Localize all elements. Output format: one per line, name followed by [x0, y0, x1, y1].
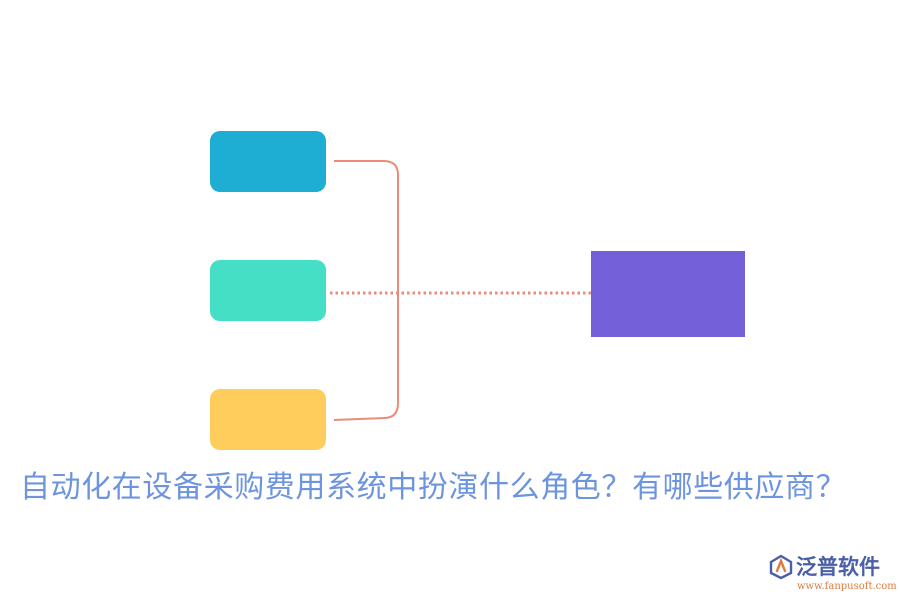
- diagram-node-bottom: [210, 389, 326, 450]
- diagram-node-top: [210, 131, 326, 192]
- brand-logo[interactable]: 泛普软件 www.fanpusoft.com: [768, 553, 897, 595]
- diagram-target-node: [591, 251, 745, 337]
- diagram-node-middle: [210, 260, 326, 321]
- page-title: 自动化在设备采购费用系统中扮演什么角色？有哪些供应商？: [20, 470, 847, 505]
- logo-name: 泛普软件: [796, 555, 880, 579]
- logo-url: www.fanpusoft.com: [797, 581, 897, 592]
- bracket-connector: [333, 160, 399, 421]
- fanpu-logo-icon: [769, 554, 793, 580]
